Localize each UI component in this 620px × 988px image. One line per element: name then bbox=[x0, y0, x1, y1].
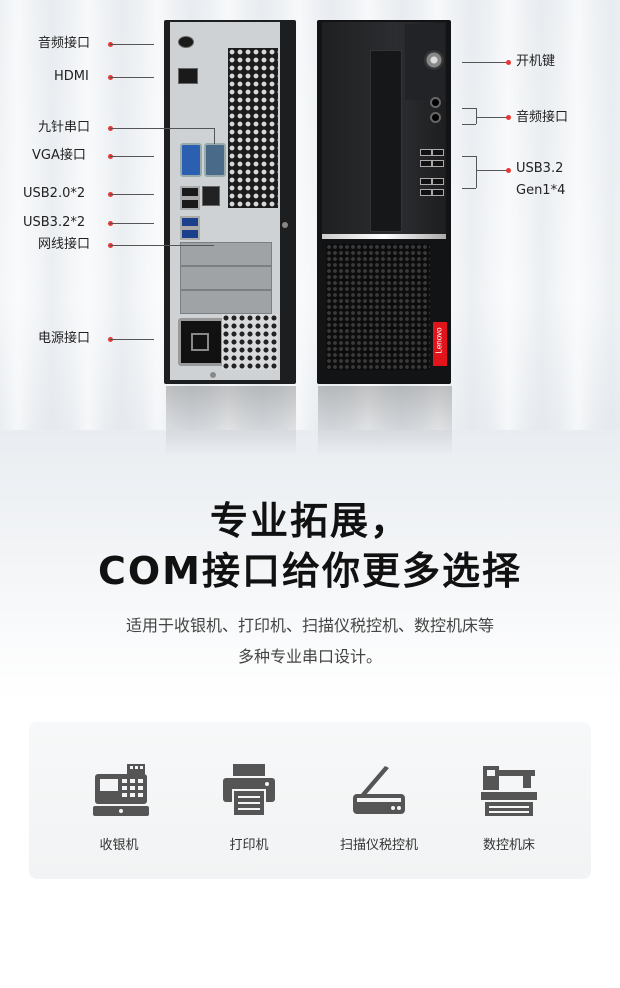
lan-port bbox=[202, 186, 220, 206]
front-audio-jack bbox=[430, 97, 441, 108]
application-label: 扫描仪税控机 bbox=[339, 838, 418, 853]
label-usb32: USB3.2*2 bbox=[23, 215, 86, 230]
front-vent-mesh bbox=[326, 244, 430, 370]
label-front-usb-line1: USB3.2 bbox=[516, 161, 564, 176]
label-vga-port: VGA接口 bbox=[32, 148, 86, 163]
heading-line1: 专业拓展， bbox=[209, 499, 410, 543]
printer-icon bbox=[223, 764, 275, 817]
label-power-port: 电源接口 bbox=[38, 331, 91, 346]
scanner-icon bbox=[353, 766, 405, 814]
cash-register-icon bbox=[93, 764, 149, 816]
lenovo-logo bbox=[433, 322, 447, 366]
label-lan-port: 网线接口 bbox=[38, 237, 91, 252]
applications-card: 收银机 打印机 扫描仪税控机 数控机床 bbox=[29, 722, 591, 879]
psu-fan-grille bbox=[222, 314, 278, 370]
label-power-button: 开机键 bbox=[516, 54, 556, 69]
serial-port bbox=[204, 143, 226, 177]
background-stripes bbox=[0, 0, 620, 430]
hdmi-port bbox=[178, 68, 198, 84]
label-front-audio: 音频接口 bbox=[516, 110, 569, 125]
power-socket bbox=[178, 318, 224, 366]
label-serial-port: 九针串口 bbox=[38, 120, 91, 135]
lenovo-logo-text: Lenovo bbox=[434, 327, 444, 354]
back-vent-mesh bbox=[228, 48, 278, 208]
label-hdmi: HDMI bbox=[54, 69, 89, 84]
heading-line2: COM接口给你更多选择 bbox=[97, 549, 522, 593]
application-label: 打印机 bbox=[229, 838, 269, 853]
application-label: 收银机 bbox=[99, 838, 139, 853]
vga-port bbox=[180, 143, 202, 177]
subtitle-line1: 适用于收银机、打印机、扫描仪税控机、数控机床等 bbox=[125, 616, 494, 635]
label-audio-port: 音频接口 bbox=[38, 36, 91, 51]
subtitle-line2: 多种专业串口设计。 bbox=[237, 647, 382, 666]
application-label: 数控机床 bbox=[482, 838, 535, 853]
label-usb20: USB2.0*2 bbox=[23, 186, 86, 201]
label-front-usb-line2: Gen1*4 bbox=[516, 183, 566, 198]
power-button bbox=[424, 50, 444, 70]
cnc-machine-icon bbox=[481, 766, 537, 816]
